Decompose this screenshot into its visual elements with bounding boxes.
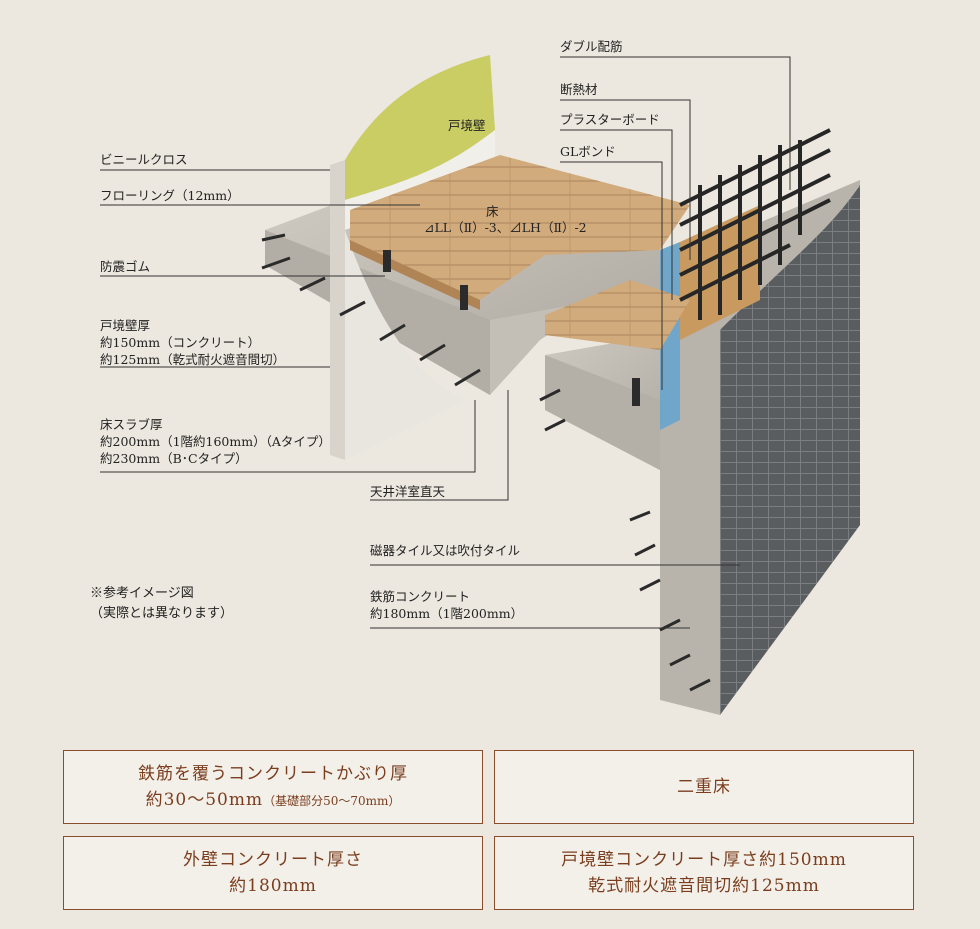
label-ceiling: 天井洋室直天 xyxy=(370,484,446,499)
panel-outer-wall-line1: 外壁コンクリート厚さ xyxy=(183,850,363,870)
label-partition-wall: 戸境壁 xyxy=(448,118,486,133)
panel-cover-small: （基礎部分50～70mm） xyxy=(263,793,401,808)
rebar-stubs xyxy=(261,233,711,692)
panel-cover-line1: 鉄筋を覆うコンクリートかぶり厚 xyxy=(138,763,408,784)
flooring-panels xyxy=(350,155,690,350)
note-line1: ※参考イメージ図 xyxy=(90,586,194,601)
panel-partition-line2: 乾式耐火遮音間切約125mm xyxy=(588,876,820,896)
rubber-feet xyxy=(383,250,640,406)
construction-diagram xyxy=(100,55,860,715)
label-partition-wall-thickness: 戸境壁厚 約150mm（コンクリート） 約125mm（乾式耐火遮音間切） xyxy=(100,317,285,368)
rebar-grid xyxy=(679,128,831,320)
label-tile: 磁器タイル又は吹付タイル xyxy=(370,543,521,558)
panel-cover-line2: 約30～50mm（基礎部分50～70mm） xyxy=(146,787,401,814)
label-floor-rating: ⊿LL（Ⅱ）-3、⊿LH（Ⅱ）-2 xyxy=(424,220,587,235)
rc-line2: 約180mm（1階200mm） xyxy=(370,606,524,621)
panel-outer-wall-line2: 約180mm xyxy=(229,876,317,896)
label-anti-vibration-rubber: 防震ゴム xyxy=(100,259,151,274)
label-plaster-board: プラスターボード xyxy=(560,112,660,127)
note-line2: （実際とは異なります） xyxy=(90,606,234,621)
partition-wall-line3: 約125mm（乾式耐火遮音間切） xyxy=(100,352,286,367)
label-vinyl-cloth: ビニールクロス xyxy=(100,152,188,167)
rc-line1: 鉄筋コンクリート xyxy=(370,589,471,604)
panel-cover-main: 約30～50mm xyxy=(145,789,264,810)
panel-concrete-cover: 鉄筋を覆うコンクリートかぶり厚 約30～50mm（基礎部分50～70mm） xyxy=(63,750,483,824)
panel-double-floor: 二重床 xyxy=(494,750,914,824)
leader-lines xyxy=(100,56,791,629)
partition-wall-line2: 約150mm（コンクリート） xyxy=(100,335,261,350)
label-floor: 床 xyxy=(486,204,499,219)
label-double-rebar: ダブル配筋 xyxy=(560,39,623,54)
reference-note: ※参考イメージ図 （実際とは異なります） xyxy=(90,584,233,624)
panel-partition-wall: 戸境壁コンクリート厚さ約150mm 乾式耐火遮音間切約125mm xyxy=(494,836,914,910)
panel-outer-wall: 外壁コンクリート厚さ 約180mm xyxy=(63,836,483,910)
label-floor-slab-thickness: 床スラブ厚 約200mm（1階約160mm）（Aタイプ） 約230mm（B･Cタ… xyxy=(100,416,331,467)
label-rc: 鉄筋コンクリート 約180mm（1階200mm） xyxy=(370,588,523,622)
partition-wall-line1: 戸境壁厚 xyxy=(100,318,151,333)
floor-slab-line1: 床スラブ厚 xyxy=(100,417,163,432)
floor-slab-line3: 約230mm（B･Cタイプ） xyxy=(100,451,248,466)
panel-partition-line1: 戸境壁コンクリート厚さ約150mm xyxy=(561,850,847,870)
label-gl-bond: GLボンド xyxy=(560,144,616,159)
floor-slab-line2: 約200mm（1階約160mm）（Aタイプ） xyxy=(100,434,331,449)
panel-double-floor-line1: 二重床 xyxy=(677,777,731,797)
label-insulation: 断熱材 xyxy=(560,82,598,97)
label-flooring: フローリング（12mm） xyxy=(100,188,240,203)
